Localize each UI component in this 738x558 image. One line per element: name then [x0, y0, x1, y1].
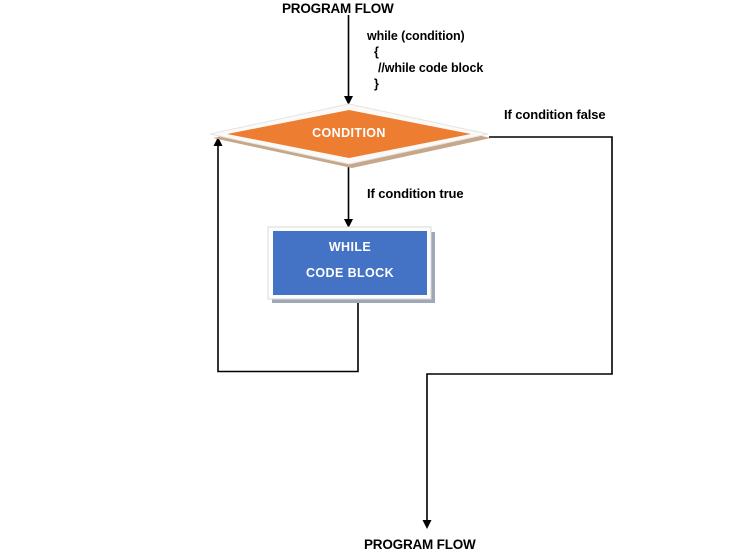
code-line-1: while (condition): [367, 29, 465, 43]
code-line-4: }: [374, 77, 379, 91]
loop-back-connector: [217, 145, 359, 373]
program-flow-bottom-label: PROGRAM FLOW: [364, 537, 476, 552]
exit-arrowhead-icon: [422, 520, 432, 529]
code-line-2: {: [374, 45, 379, 59]
while-box-label-line1: WHILE: [328, 240, 372, 254]
true-branch-arrowhead-icon: [344, 219, 353, 228]
while-box: [273, 231, 427, 295]
code-line-3: //while code block: [378, 61, 484, 75]
condition-diamond: [227, 110, 471, 158]
entry-arrowhead-icon: [344, 96, 353, 105]
false-branch-connector: [426, 136, 613, 521]
false-branch-label: If condition false: [504, 107, 606, 122]
loop-back-arrowhead-icon: [213, 137, 223, 146]
while-box-label-line2: CODE BLOCK: [305, 266, 395, 280]
program-flow-top-label: PROGRAM FLOW: [282, 1, 394, 16]
condition-label: CONDITION: [312, 126, 386, 140]
true-branch-label: If condition true: [367, 186, 464, 201]
